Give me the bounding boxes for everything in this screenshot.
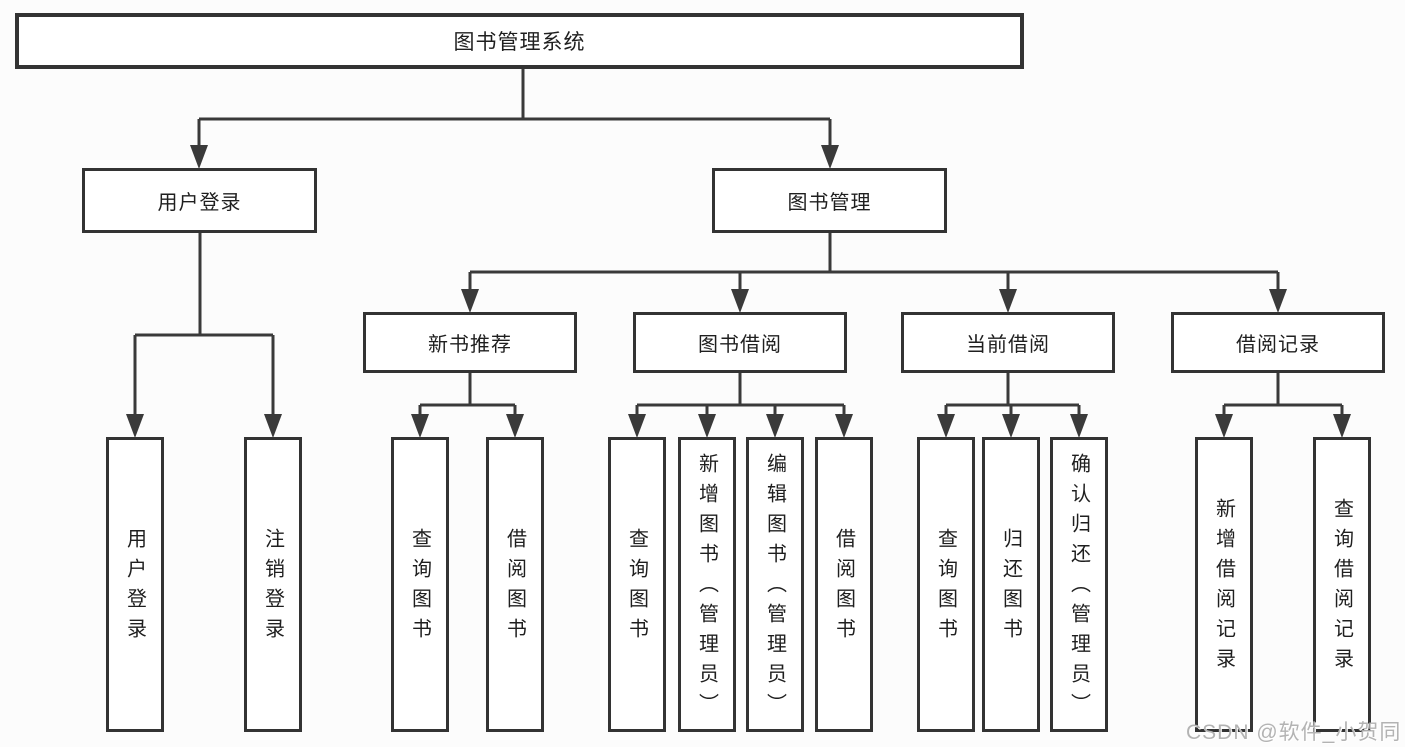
leaf-logout: 注销登录 [244,437,302,732]
leaf-query-books-3: 查询图书 [917,437,975,732]
leaf-add-books-admin: 新增图书（管理员） [678,437,736,732]
leaf-query-borrow-record: 查询借阅记录 [1313,437,1371,732]
watermark: CSDN @软件_小贺同学 [1186,721,1402,744]
leaf-user-login: 用户登录 [106,437,164,732]
leaf-confirm-return-admin: 确认归还（管理员） [1050,437,1108,732]
leaf-borrow-books-2: 借阅图书 [815,437,873,732]
node-user-login: 用户登录 [82,168,317,233]
node-book-borrow: 图书借阅 [633,312,847,373]
node-borrow-records: 借阅记录 [1171,312,1385,373]
node-system-root: 图书管理系统 [15,13,1024,69]
leaf-borrow-books-1: 借阅图书 [486,437,544,732]
leaf-query-books-2: 查询图书 [608,437,666,732]
node-book-management: 图书管理 [712,168,947,233]
leaf-query-books-1: 查询图书 [391,437,449,732]
node-current-borrow: 当前借阅 [901,312,1115,373]
node-new-book-recommend: 新书推荐 [363,312,577,373]
leaf-return-books: 归还图书 [982,437,1040,732]
leaf-add-borrow-record: 新增借阅记录 [1195,437,1253,732]
leaf-edit-books-admin: 编辑图书（管理员） [746,437,804,732]
